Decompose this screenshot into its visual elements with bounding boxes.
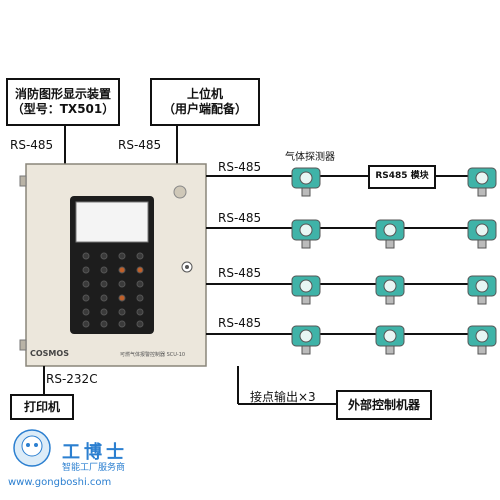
detector-r2-c1 [291, 219, 321, 249]
detector-r1-c3 [467, 167, 497, 197]
detector-r4-c1 [291, 325, 321, 355]
rs485-row-3-label: RS-485 [218, 266, 262, 280]
printer-label: 打印机 [23, 399, 60, 414]
rs485-label-left: RS-485 [10, 138, 54, 152]
detector-r2-c3 [467, 219, 497, 249]
rs485-row-1-label: RS-485 [218, 160, 262, 174]
watermark-title: 工博士 [62, 442, 128, 463]
external-control-label: 外部控制机器 [347, 397, 420, 412]
panel-caption: 可燃气体报警控制器 SCU-10 [120, 352, 186, 358]
gas-detectors [291, 167, 497, 355]
mascot-logo [13, 429, 51, 467]
detector-r4-c2 [375, 325, 405, 355]
watermark-subtitle: 智能工厂服务商 [62, 463, 126, 473]
fire-graphic-display-box: 消防图形显示装置 （型号：TX501） [6, 78, 120, 126]
host-pc-note: （用户端配备） [162, 102, 247, 116]
gas-detector-label: 气体探测器 [285, 152, 335, 163]
display-connector-line [64, 126, 66, 164]
watermark-url: www.gongboshi.com [8, 477, 112, 488]
detector-r4-c3 [467, 325, 497, 355]
host-pc-title: 上位机 [186, 87, 223, 101]
detector-r3-c2 [375, 275, 405, 305]
panel-brand: COSMOS [30, 349, 69, 358]
external-control-box: 外部控制机器 [336, 390, 432, 420]
host-pc-box: 上位机 （用户端配备） [150, 78, 260, 126]
rs232c-label: RS-232C [46, 372, 98, 386]
rs485-label-mid: RS-485 [118, 138, 162, 152]
rs485-row-2-label: RS-485 [218, 211, 262, 225]
display-device-model: （型号：TX501） [11, 102, 115, 116]
display-device-title: 消防图形显示装置 [14, 87, 111, 101]
detector-r3-c3 [467, 275, 497, 305]
contact-output-label: 接点输出×3 [250, 390, 316, 404]
detector-r1-c1 [291, 167, 321, 197]
rs485-row-4-label: RS-485 [218, 316, 262, 330]
printer-box: 打印机 [10, 394, 74, 420]
rs485-module-box: RS485 模块 [368, 165, 436, 189]
rs485-module-label: RS485 模块 [375, 171, 429, 182]
hostpc-connector-line [176, 126, 178, 164]
detector-r3-c1 [291, 275, 321, 305]
controller-panel [19, 163, 207, 367]
detector-r2-c2 [375, 219, 405, 249]
